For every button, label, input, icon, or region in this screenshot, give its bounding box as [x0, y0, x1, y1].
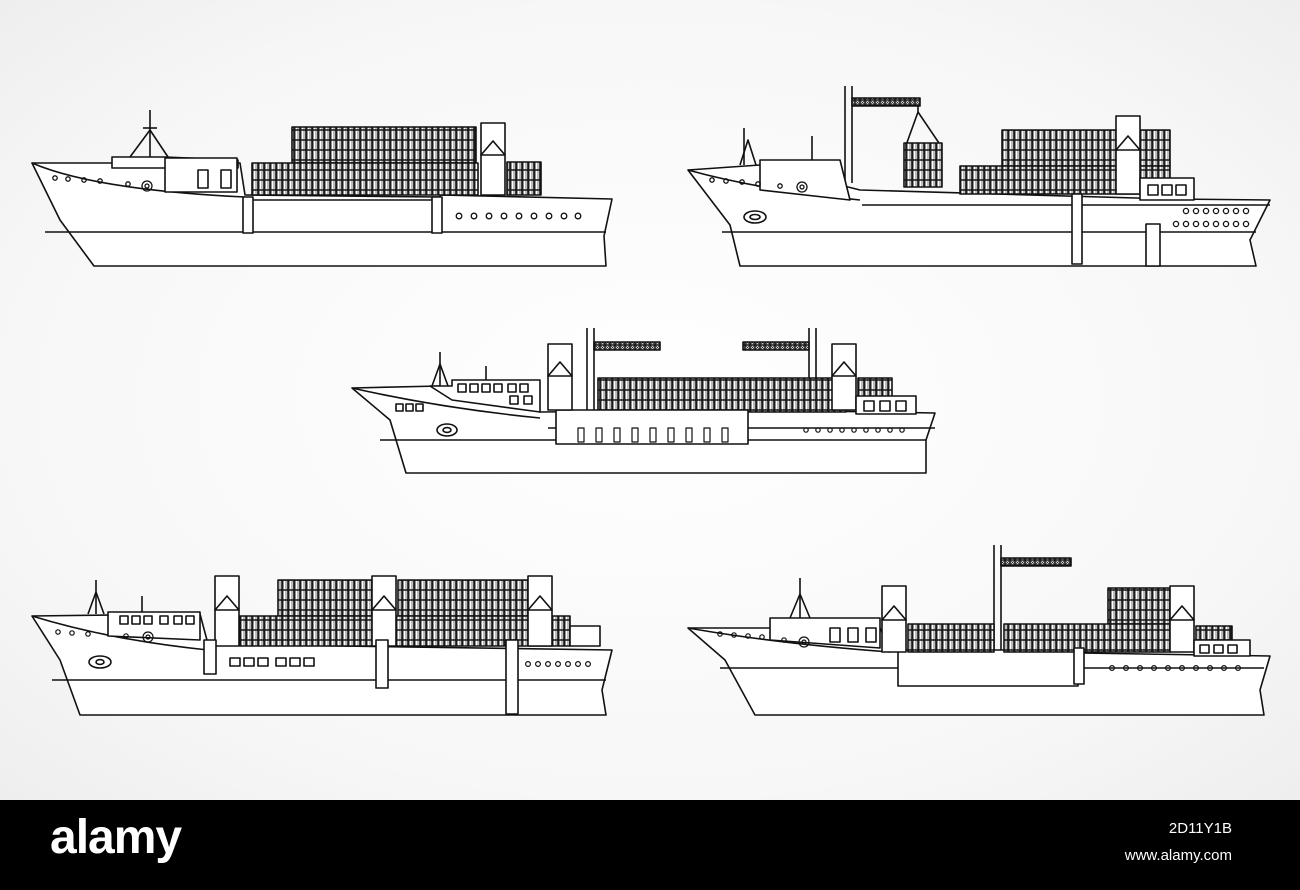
container-ship-with-two-cranes-icon — [351, 328, 936, 474]
container-ship-with-crane-icon — [687, 545, 1271, 716]
illustration-canvas — [0, 0, 1300, 800]
container-ship-with-crane-icon — [687, 86, 1271, 267]
watermark-footer: alamy 2D11Y1B www.alamy.com — [0, 800, 1300, 890]
container-ship-icon — [31, 110, 613, 267]
ships-illustration — [31, 86, 1271, 716]
alamy-logo: alamy — [50, 811, 182, 864]
image-id-label: 2D11Y1B — [1168, 820, 1232, 837]
site-url-label: www.alamy.com — [1124, 847, 1232, 864]
container-ship-three-masts-icon — [31, 575, 613, 716]
